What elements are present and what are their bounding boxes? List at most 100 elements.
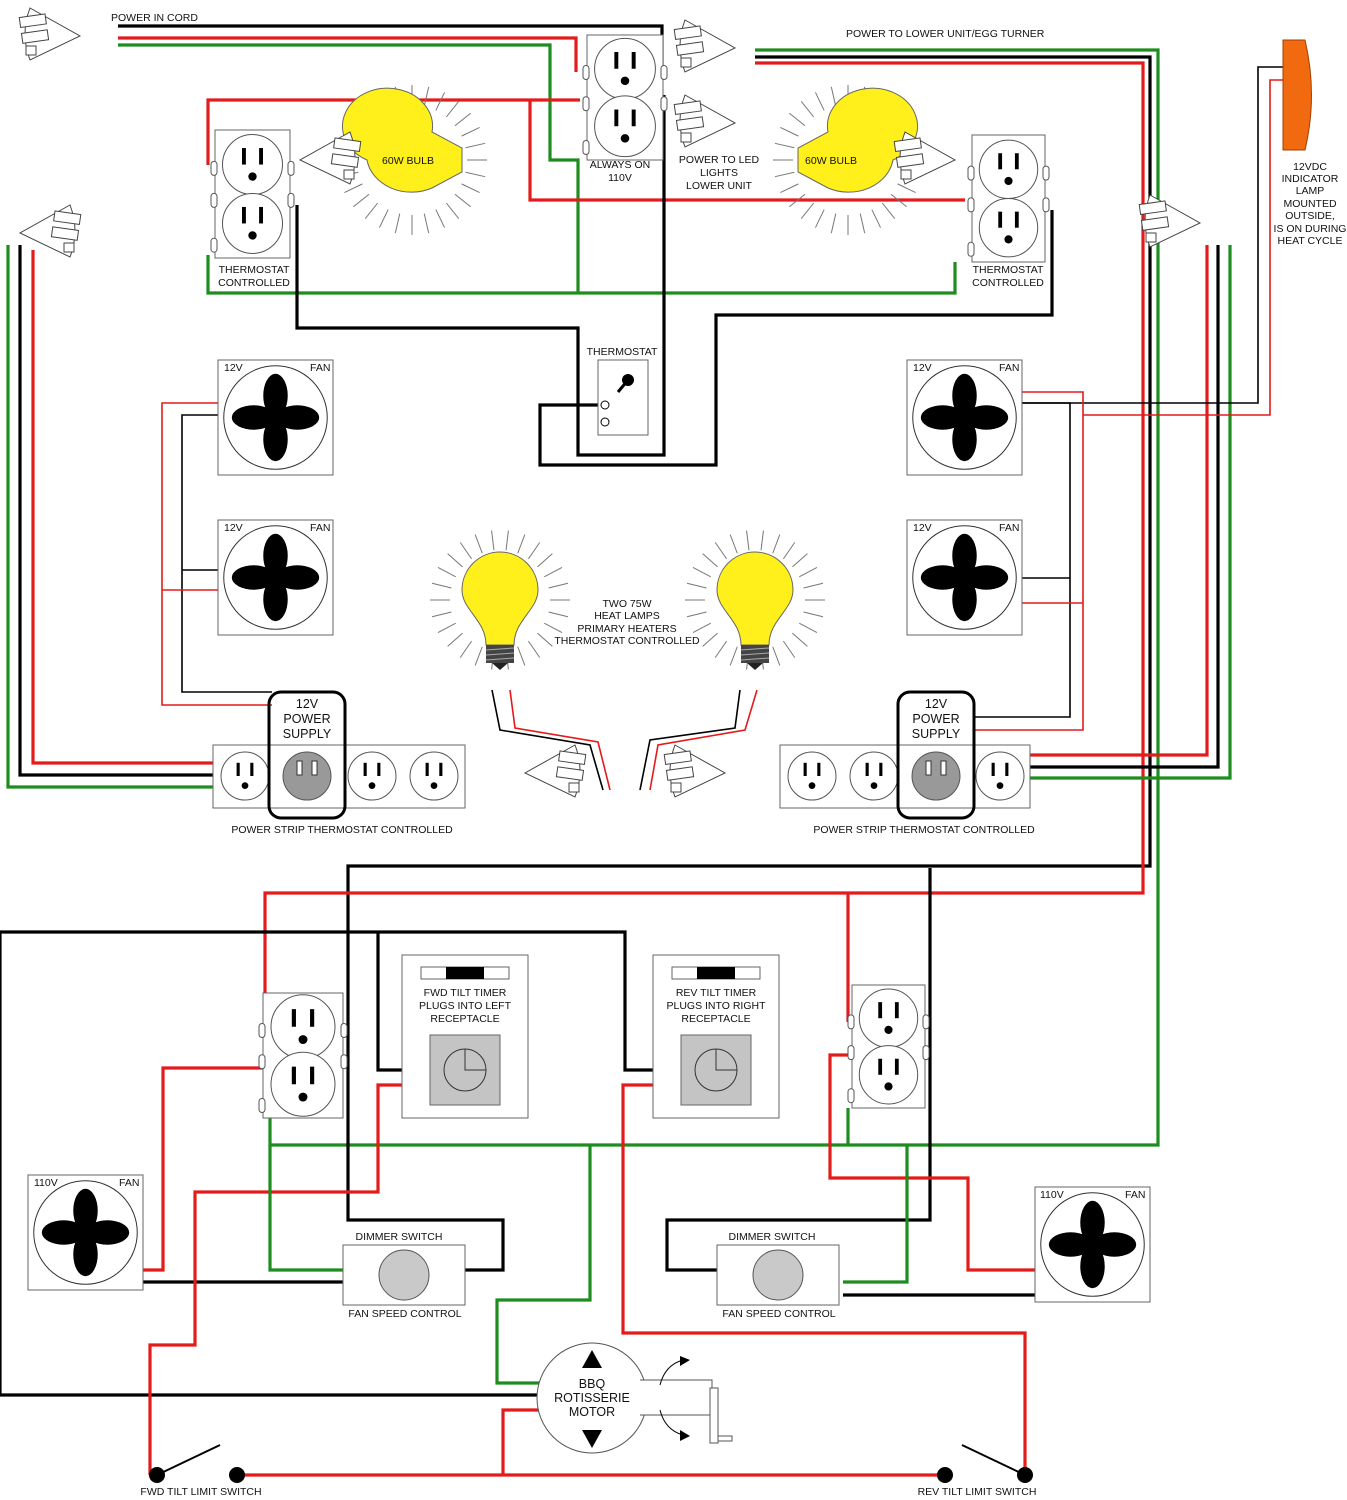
receptacle-ground-hole — [298, 1035, 308, 1045]
receptacle — [594, 37, 656, 100]
light-ray — [799, 567, 818, 578]
fan-label: FAN — [999, 522, 1019, 534]
indicator-label-1: 12VDC — [1293, 161, 1327, 173]
light-ray — [445, 202, 460, 219]
receptacle-slot — [242, 148, 246, 165]
lamp-tip — [492, 663, 508, 670]
neutral-wire — [1030, 245, 1220, 769]
receptacle-slot — [425, 762, 429, 776]
terminal-screw — [967, 165, 975, 181]
light-ray — [447, 632, 463, 647]
power-supply-12v — [267, 690, 347, 820]
receptacle-ground-hole — [884, 1082, 893, 1091]
hot-wire — [31, 250, 215, 765]
light-ray — [379, 209, 389, 228]
plug-prong — [895, 153, 925, 168]
timer-bar-fill — [697, 967, 735, 979]
hot-wire — [118, 36, 578, 72]
clock-hands — [464, 1049, 486, 1071]
hot-wire — [501, 1408, 545, 1475]
bulb-left-label: 60W BULB — [382, 155, 434, 167]
terminal-screw — [967, 241, 975, 257]
light-ray — [714, 542, 728, 560]
plug-prong — [50, 226, 80, 241]
receptacle — [270, 994, 336, 1060]
light-ray — [431, 611, 452, 618]
hot-wire — [649, 689, 758, 791]
plug-prong — [665, 766, 695, 781]
fan-speed-right-label: FAN SPEED CONTROL — [722, 1308, 835, 1320]
light-ray — [474, 646, 483, 666]
light-ray — [815, 209, 825, 228]
receptacle — [222, 192, 283, 254]
fan-blade-icon — [275, 565, 320, 590]
receptacle-ground-hole — [1004, 176, 1013, 186]
light-ray — [774, 171, 795, 178]
terminal-screw — [258, 1054, 266, 1070]
motor-label-2: ROTISSERIE — [554, 1391, 630, 1405]
heat-lamp-left — [461, 551, 539, 646]
terminal-screw — [582, 65, 590, 80]
receptacle-slot — [817, 762, 821, 776]
slot — [311, 760, 318, 776]
light-ray — [491, 530, 495, 551]
light-ray — [772, 534, 781, 554]
neutral-wire — [639, 689, 741, 791]
fan-blade-icon — [1092, 1232, 1137, 1257]
power-strip-left-label: POWER STRIP THERMOSTAT CONTROLLED — [231, 824, 453, 836]
labels: POWER IN CORD POWER TO LOWER UNIT/EGG TU… — [34, 12, 1346, 1498]
light-ray — [537, 553, 553, 568]
light-ray — [394, 213, 401, 234]
lamp-thread — [485, 647, 515, 651]
receptacle — [849, 751, 899, 801]
terminal-screw — [922, 1045, 930, 1061]
receptacle-ground-hole — [620, 134, 630, 143]
plug-ground-pin — [680, 132, 692, 143]
light-ray — [435, 209, 445, 228]
receptacle-ground-hole — [241, 782, 249, 789]
neutral-wire — [491, 689, 604, 791]
light-ray — [454, 193, 471, 208]
hot-wire — [528, 100, 965, 202]
heat-lamp-plug-right — [663, 744, 727, 798]
terminal-screw — [582, 140, 590, 155]
dimmer-knob — [752, 1249, 804, 1301]
receptacle-slot — [291, 1009, 296, 1027]
receptacle — [222, 134, 283, 196]
indicator-label-5: OUTSIDE, — [1285, 210, 1335, 222]
light-ray — [505, 530, 509, 551]
light-ray — [437, 567, 456, 578]
power-supply-12v — [896, 690, 976, 820]
receptacle — [975, 751, 1025, 801]
receptacle-slot — [291, 1066, 296, 1085]
light-ray — [890, 193, 907, 208]
heat-lamp-plug-left — [523, 744, 587, 798]
light-ray — [437, 622, 456, 633]
receptacle-ground-hole — [248, 231, 257, 240]
receptacle-ground-hole — [996, 782, 1004, 789]
wires — [0, 24, 1283, 1477]
plug-prong — [330, 153, 360, 168]
lamp-tip — [747, 663, 763, 670]
receptacle-ground-hole — [808, 782, 816, 789]
bulb-60w-left — [342, 87, 463, 193]
terminal-screw — [582, 96, 590, 112]
fan-label: FAN — [310, 362, 330, 374]
light-ray — [799, 622, 818, 633]
power-supply-left-label-1: 12V — [296, 697, 319, 711]
neutral-wire — [376, 932, 402, 1072]
light-ray — [792, 553, 808, 568]
power-in-cord-label: POWER IN CORD — [111, 12, 198, 24]
light-ray — [459, 542, 473, 560]
light-ray — [692, 622, 711, 633]
fwd-tilt-limit-switch-lever — [156, 1444, 221, 1476]
receptacle-slot — [1014, 211, 1019, 228]
plug-prong — [555, 766, 585, 781]
light-ray — [364, 202, 379, 219]
terminal-screw — [340, 1023, 348, 1038]
fwd-tilt-limit-switch-contact — [229, 1467, 245, 1483]
heat-lamps-label-4: THERMOSTAT CONTROLLED — [554, 635, 700, 647]
plug-prong — [675, 116, 705, 131]
receptacle-slot — [1005, 762, 1009, 776]
power-supply-left-label-2: POWER — [283, 712, 330, 726]
